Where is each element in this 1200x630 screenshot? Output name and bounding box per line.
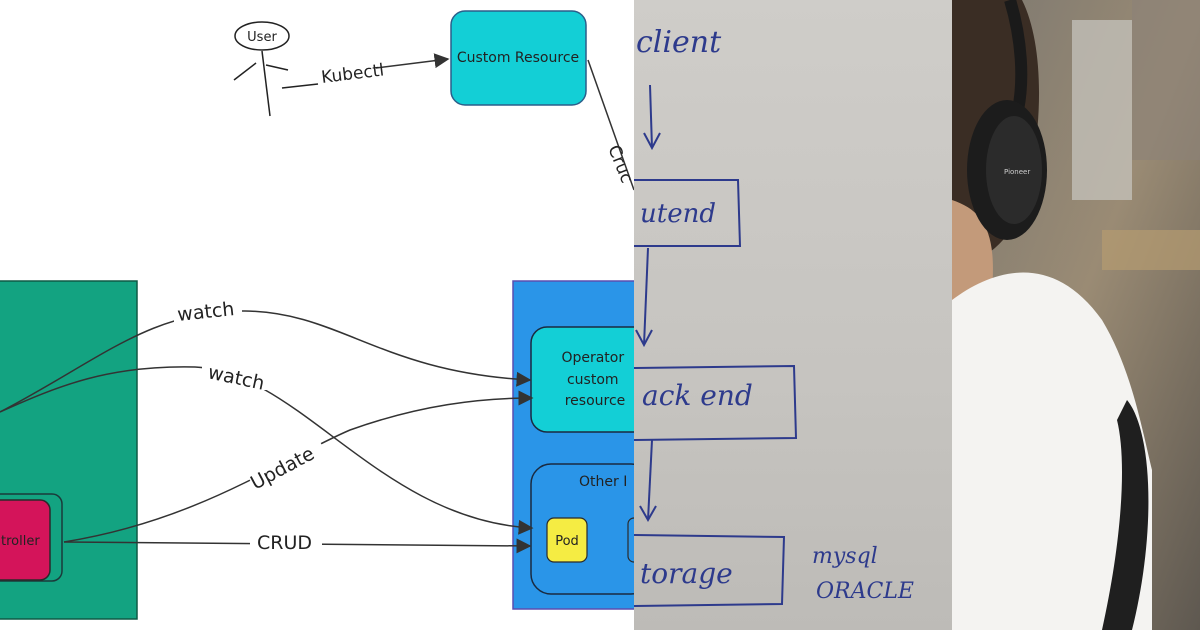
operator-line-2: custom [567,372,619,388]
arrow-client-frontend [649,84,653,149]
pod-node [546,517,588,563]
user-label: User [247,30,277,45]
background-desk [1102,230,1200,270]
db-oracle-label: ORACLE [816,579,914,604]
office-chair [1102,400,1149,630]
user-head [234,21,290,51]
arrow-backend-storage [647,439,653,521]
update-edge [63,390,534,543]
operator-diagram-panel: User Kubectl Custom Resource Cruc trolle… [0,10,634,620]
crud-edge-top [587,59,634,191]
second-pod-node [627,517,634,563]
frontend-box [634,179,742,247]
client-label: client [636,25,722,60]
controller-node [0,499,51,581]
operator-line-3: resource [565,393,626,409]
diagram-canvas: User Kubectl Custom Resource Cruc trolle… [0,10,634,620]
controller-outline [0,493,63,582]
storage-label: torage [640,557,733,590]
user-actor: User [233,21,319,117]
watch-edge-1 [0,310,532,413]
whiteboard-sketch-panel: client utend ack end torage mysql ORACLE [634,0,952,630]
arrow-frontend-backend [643,247,649,346]
crud-label-top: Cruc [603,142,634,186]
db-mysql-label: mysql [812,544,878,569]
operator-line-1: Operator [561,350,624,366]
kubectl-label: Kubectl [320,60,385,88]
storage-box [634,534,786,607]
background-monitor [1072,20,1132,200]
custom-resource-node [450,10,587,106]
backend-box [634,364,798,441]
other-resources-label: Other I [579,474,627,490]
custom-resource-label: Custom Resource [457,50,579,66]
developer-photo-panel: Pioneer [952,0,1200,630]
kubectl-edge [375,53,450,69]
operator-cr-text: Operator custom resource [561,350,628,409]
pod-label: Pod [555,534,579,549]
crud-label-bottom: CRUD [257,532,312,554]
headphone-brand-label: Pioneer [1004,168,1030,176]
developer-photo: Pioneer [952,0,1200,630]
controller-label: troller [1,534,40,549]
backend-label: ack end [642,379,753,412]
frontend-label: utend [640,199,716,229]
person-shirt [952,272,1152,630]
whiteboard-canvas: client utend ack end torage mysql ORACLE [634,25,914,607]
